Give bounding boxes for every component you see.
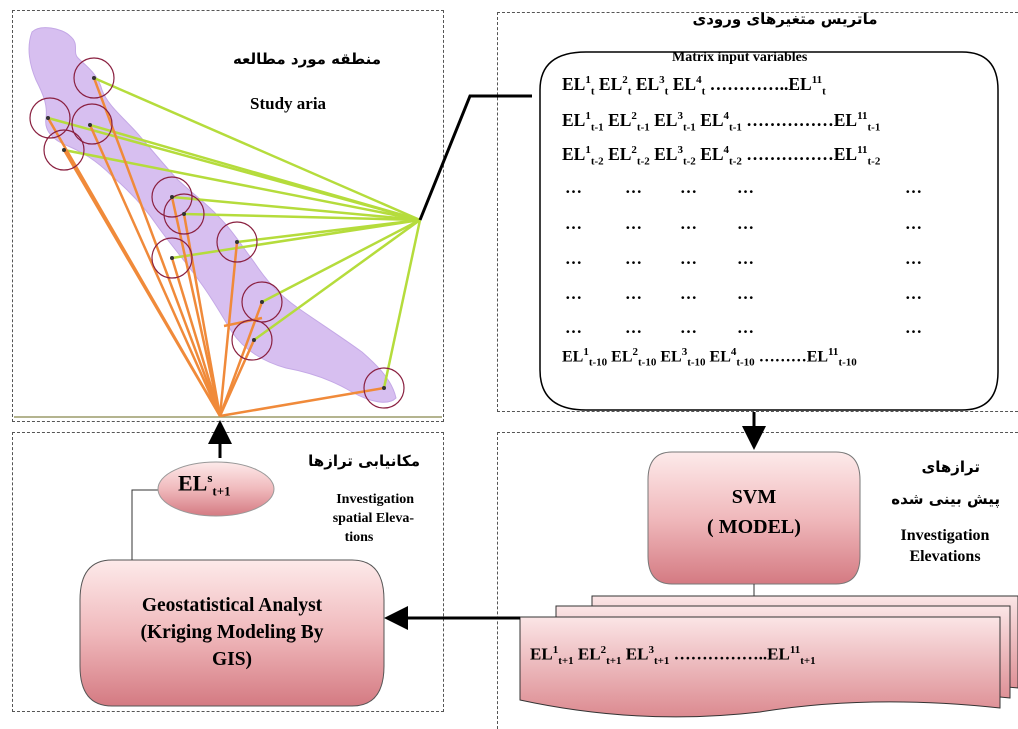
geostat-box [79,559,385,707]
mapping-title-fa: مکانیابی ترازها [308,452,420,470]
predicted-title-en: Investigation Elevations [900,527,990,565]
geostat-to-output-connector [131,489,158,560]
matrix-title-fa: ماتریس متغیرهای ورودی [692,10,878,28]
geostat-label: Geostatistical Analyst (Kriging Modeling… [140,595,324,670]
matrix-bracket [539,51,999,411]
matrix-row: EL1t-1 EL2t-1 EL3t-1 EL4t-1 ……………EL11t-1 [562,110,881,134]
mapping-title-en: Investigation spatial Eleva- tions [332,492,414,545]
station-circles [29,57,405,409]
el-output-label: ELst+1 [178,470,231,499]
predicted-output-row: EL1t+1 EL2t+1 EL3t+1 ……………..EL11t+1 [530,644,816,668]
predicted-output-doc [519,616,1001,718]
green-rays [47,76,422,389]
matrix-connector [418,94,532,221]
predicted-title-fa-1: ترازهای [921,458,980,476]
svm-box [647,451,861,585]
matrix-row: EL1t EL2t EL3t EL4t …………..EL11t [562,74,826,98]
matrix-panel [497,12,1018,412]
matrix-title-en: Matrix input variables [672,50,808,65]
study-area-title-fa: منطقه مورد مطالعه [232,50,382,68]
study-area-title-en: Study aria [250,94,327,113]
svm-label: SVM ( MODEL) [707,486,801,538]
station-points [46,76,386,390]
matrix-row: EL1t-10 EL2t-10 EL3t-10 EL4t-10 ………EL11t… [562,346,857,369]
el-output-ellipse [157,461,275,517]
predicted-title-fa-2: پیش بینی شده [891,490,1000,508]
matrix-row: EL1t-2 EL2t-2 EL3t-2 EL4t-2 ……………EL11t-2 [562,144,881,168]
